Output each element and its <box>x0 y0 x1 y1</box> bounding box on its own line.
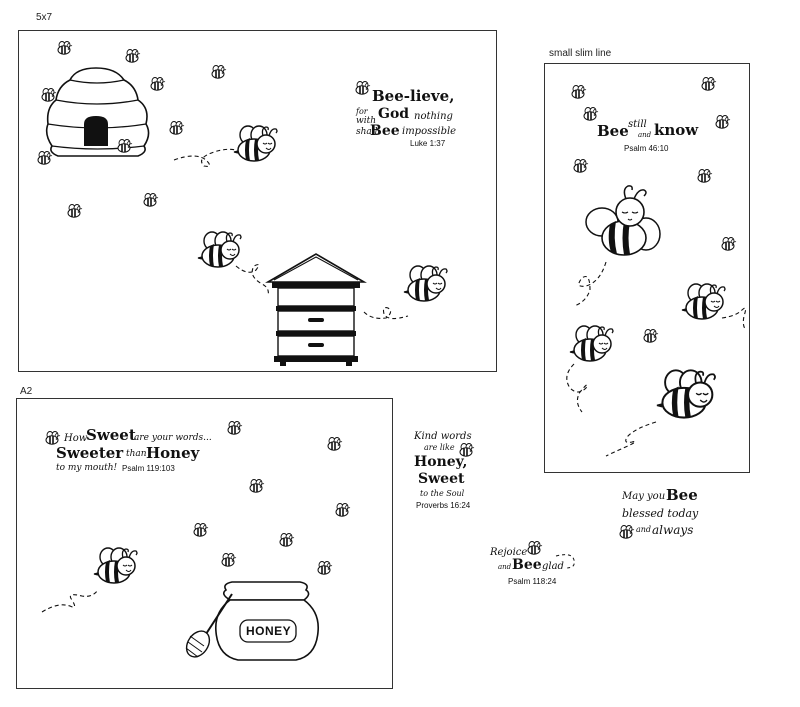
verse-blessed-mayyou: May you <box>622 491 666 502</box>
flight-path <box>573 261 607 307</box>
small-bee-icon <box>583 106 599 121</box>
verse-kind-line4: Sweet <box>418 471 465 487</box>
verse-blessed-always: always <box>652 523 694 537</box>
verse-rejoice-and: and <box>498 563 512 571</box>
verse-sweet-mouth: to my mouth! <box>56 463 118 473</box>
verse-sweet-sweet: Sweet <box>86 426 136 444</box>
small-bee-icon <box>317 560 333 576</box>
label-5x7: 5x7 <box>36 12 53 23</box>
small-bee-icon <box>67 203 83 218</box>
large-bee-icon <box>403 265 448 302</box>
verse-rejoice-ref: Psalm 118:24 <box>508 577 557 586</box>
large-bee-icon <box>655 369 717 419</box>
small-bee-icon <box>45 430 61 446</box>
small-bee-icon <box>697 168 713 183</box>
verse-blessed-and: and <box>636 525 652 534</box>
small-bee-icon <box>527 540 543 556</box>
small-bee-icon <box>41 87 57 102</box>
flight-path <box>566 363 588 413</box>
verse-believe-bee: Bee <box>370 123 400 139</box>
verse-still-and: and <box>638 131 652 139</box>
small-bee-icon <box>619 524 635 540</box>
flight-path <box>605 421 657 457</box>
flight-path <box>235 264 269 297</box>
label-small-slim-line: small slim line <box>549 48 612 59</box>
verse-still-still: still <box>628 119 647 130</box>
label-a2: A2 <box>20 386 33 397</box>
verse-believe-nothing: nothing <box>414 111 453 122</box>
small-bee-icon <box>573 158 589 173</box>
small-bee-icon <box>721 236 737 251</box>
verse-believe-shall: shall <box>356 127 378 137</box>
verse-believe-for: for <box>356 107 368 116</box>
verse-kind-line5: to the Soul <box>420 489 465 498</box>
verse-sweet-honey: Honey <box>146 444 200 462</box>
large-bee-icon <box>197 231 242 268</box>
small-bee-icon <box>335 502 351 518</box>
flight-path <box>41 589 99 613</box>
small-bee-icon <box>57 40 73 56</box>
verse-believe-impossible: impossible <box>402 126 457 137</box>
large-bee-icon <box>93 547 138 584</box>
small-bee-icon <box>37 150 53 165</box>
verse-sweet-how: How <box>64 433 88 444</box>
small-bee-icon <box>169 120 185 135</box>
small-bee-icon <box>643 328 659 344</box>
verse-kind-line1: Kind words <box>414 431 472 442</box>
small-bee-icon <box>125 48 141 64</box>
verse-rejoice-line1: Rejoice <box>490 547 528 558</box>
verse-sweet-than: than <box>126 449 147 459</box>
small-bee-icon <box>211 64 227 79</box>
verse-sweet-words: are your words... <box>134 433 212 443</box>
small-bee-icon <box>143 192 159 207</box>
small-bee-icon <box>249 478 265 494</box>
honey-pot <box>185 581 320 661</box>
verse-kind-ref: Proverbs 16:24 <box>416 501 471 510</box>
verse-still-know: know <box>654 121 699 139</box>
small-bee-icon <box>193 522 209 538</box>
flight-path <box>173 148 237 167</box>
large-bee-icon <box>233 125 278 162</box>
small-bee-icon <box>355 80 371 95</box>
small-bee-icon <box>701 76 717 91</box>
verse-rejoice-glad: glad <box>542 561 564 572</box>
verse-kind-line3: Honey, <box>414 454 468 470</box>
verse-sweet-sweeter: Sweeter <box>56 444 124 462</box>
box-beehive <box>265 253 367 366</box>
verse-sweet-ref: Psalm 119:103 <box>122 464 175 473</box>
flight-path <box>555 554 575 569</box>
small-bee-icon <box>150 76 166 91</box>
large-sleeping-bee-icon <box>585 185 661 256</box>
verse-believe-with: with <box>356 116 376 126</box>
skep-beehive <box>45 67 150 157</box>
large-bee-icon <box>569 325 614 362</box>
verse-kind-line2: are like <box>424 443 455 452</box>
small-bee-icon <box>279 532 295 548</box>
verse-believe-ref: Luke 1:37 <box>410 139 446 148</box>
small-bee-icon <box>715 114 731 129</box>
verse-rejoice-bee: Bee <box>512 557 542 573</box>
verse-believe-god: God <box>378 106 410 122</box>
verse-believe-line1: Bee-lieve, <box>372 87 455 105</box>
verse-blessed-bee: Bee <box>666 486 698 504</box>
flight-path <box>721 307 747 331</box>
small-bee-icon <box>221 552 237 568</box>
honey-pot-label: HONEY <box>246 624 292 638</box>
verse-still-bee: Bee <box>597 122 629 140</box>
small-bee-icon <box>227 420 243 436</box>
flight-path <box>363 307 409 320</box>
large-bee-icon <box>681 283 726 320</box>
verse-blessed-line2: blessed today <box>622 507 699 520</box>
small-bee-icon <box>327 436 343 452</box>
verse-still-ref: Psalm 46:10 <box>624 144 669 153</box>
small-bee-icon <box>571 84 587 99</box>
